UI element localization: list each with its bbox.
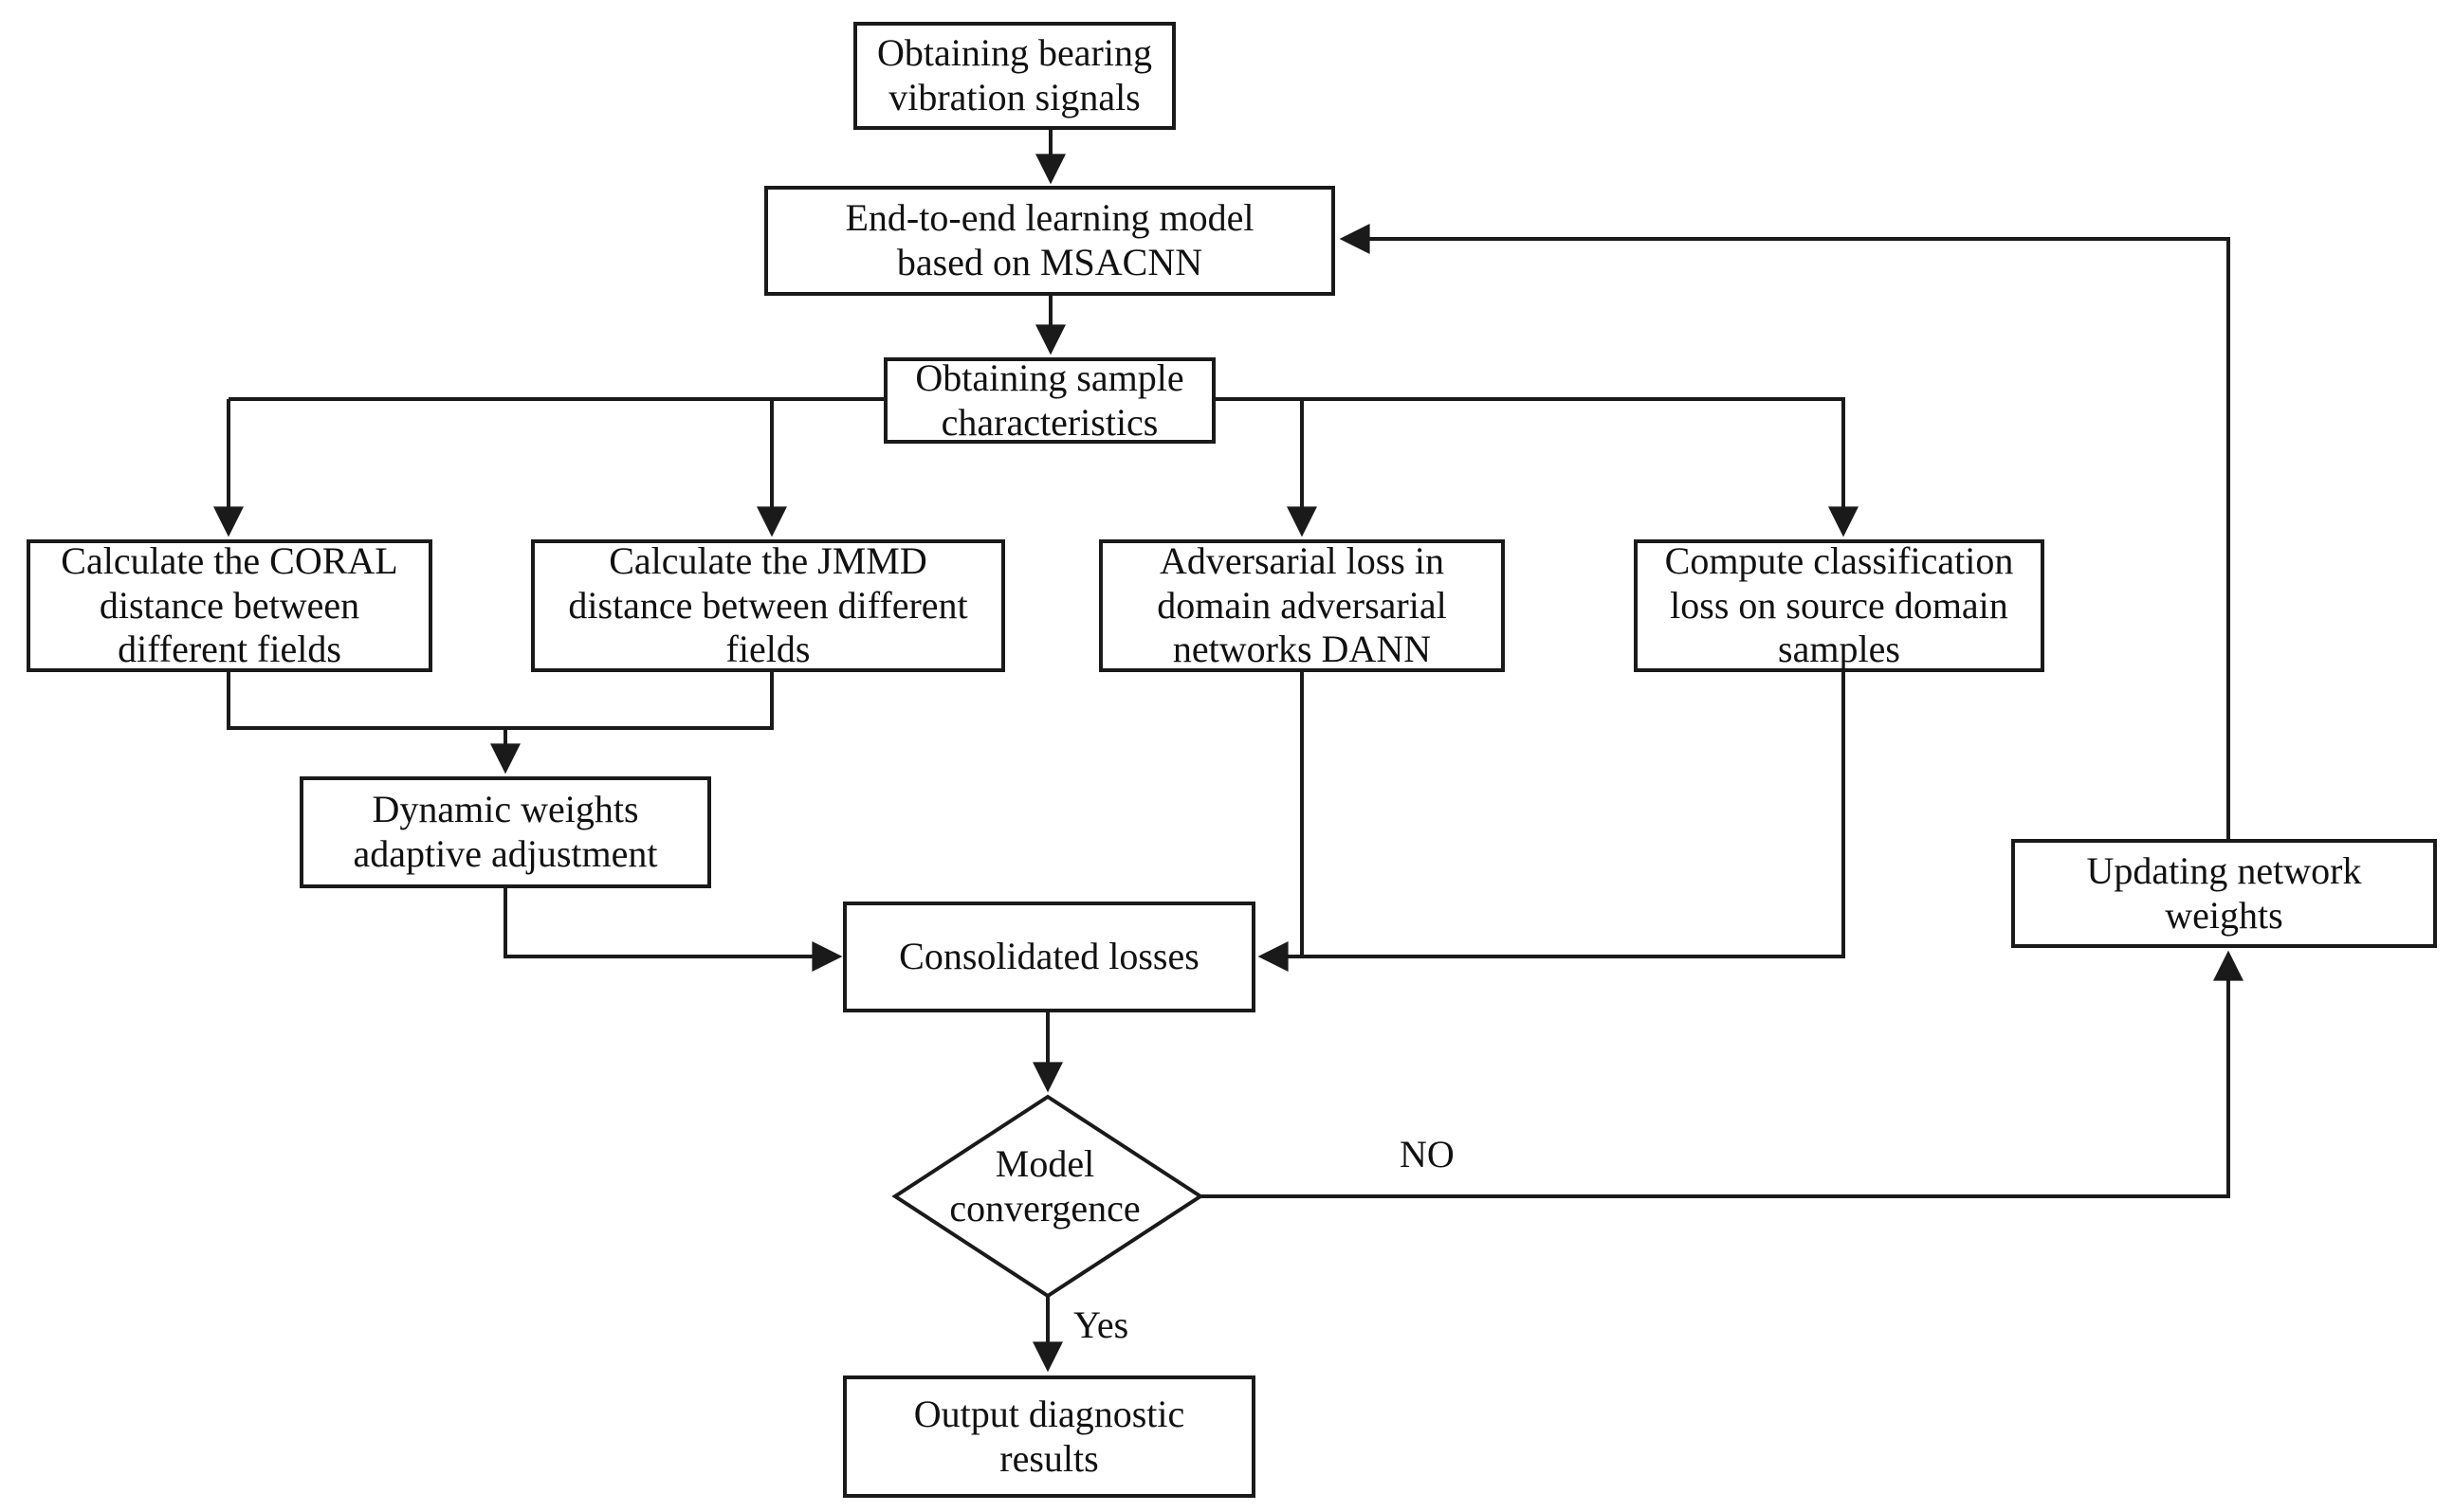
node-obtaining-bearing-vibration-signals: Obtaining bearing vibration signals	[853, 22, 1176, 130]
node-dynamic-weights-adjustment: Dynamic weights adaptive adjustment	[300, 776, 711, 888]
decision-model-convergence-label: Model convergence	[949, 1142, 1141, 1230]
node-coral-distance: Calculate the CORAL distance between dif…	[27, 539, 432, 672]
edge-label-yes: Yes	[1073, 1303, 1129, 1346]
edge-label-no: NO	[1400, 1133, 1455, 1175]
node-updating-network-weights: Updating network weights	[2011, 839, 2437, 948]
node-end-to-end-learning-model-msacnn: End-to-end learning model based on MSACN…	[764, 186, 1335, 296]
node-consolidated-losses: Consolidated losses	[843, 902, 1255, 1012]
edge-branch-to-classification	[1216, 397, 1859, 537]
node-output-diagnostic-results: Output diagnostic results	[843, 1375, 1255, 1498]
edge-updating-to-model	[1339, 224, 2230, 839]
node-classification-loss: Compute classification loss on source do…	[1634, 539, 2044, 672]
edge-coral-jmmd-merge	[227, 672, 774, 730]
edge-no-to-updating	[1200, 950, 2243, 1198]
edge-dynamic-to-consolidated	[504, 888, 843, 972]
edge-classification-to-consolidated	[1257, 672, 1845, 972]
node-jmmd-distance: Calculate the JMMD distance between diff…	[531, 539, 1005, 672]
decision-diamond-shape	[891, 1094, 1204, 1299]
node-obtaining-sample-characteristics: Obtaining sample characteristics	[884, 356, 1216, 444]
node-adversarial-loss-dann: Adversarial loss in domain adversarial n…	[1099, 539, 1505, 672]
